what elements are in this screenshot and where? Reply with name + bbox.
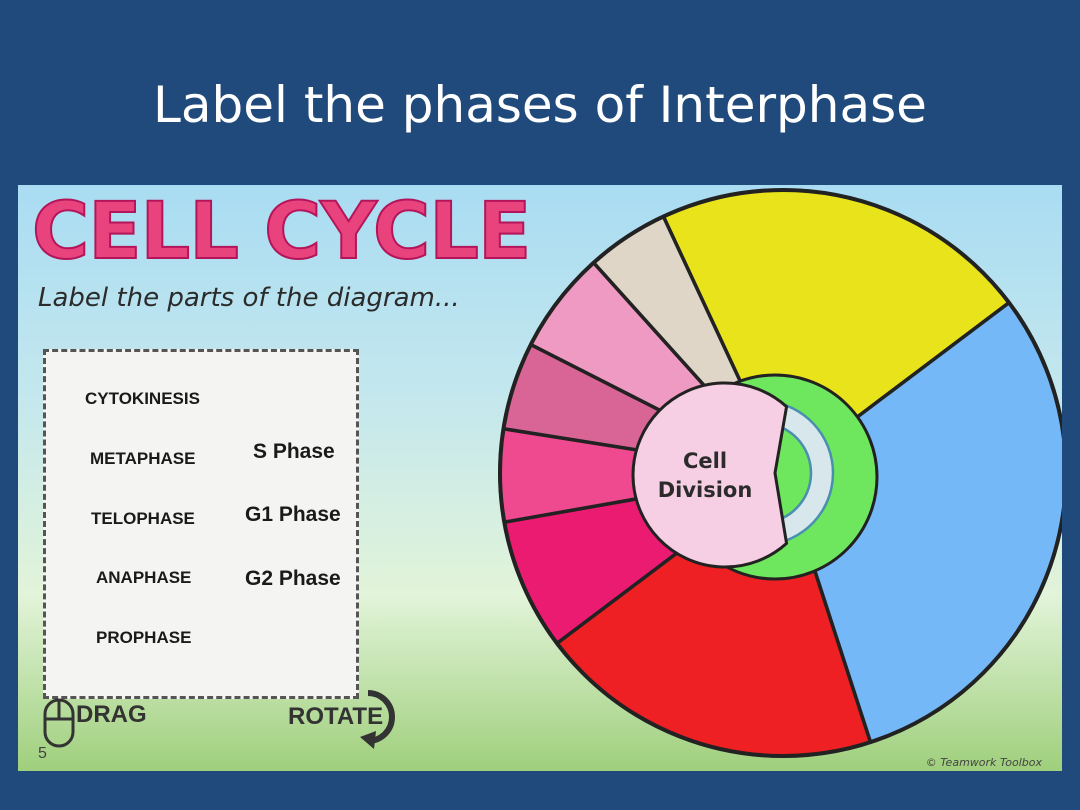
label-s-phase[interactable]: S Phase	[253, 440, 335, 463]
label-g1-phase[interactable]: G1 Phase	[245, 503, 341, 526]
label-bank: CYTOKINESIS METAPHASE TELOPHASE ANAPHASE…	[43, 349, 359, 699]
label-g2-phase[interactable]: G2 Phase	[245, 567, 341, 590]
mouse-icon	[43, 698, 75, 748]
label-cytokinesis[interactable]: CYTOKINESIS	[85, 389, 200, 408]
wheel-outline	[498, 188, 1062, 758]
label-prophase[interactable]: PROPHASE	[96, 628, 192, 647]
label-metaphase[interactable]: METAPHASE	[90, 449, 196, 468]
rotate-label: ROTATE	[288, 703, 384, 730]
drag-label: DRAG	[76, 701, 147, 728]
center-label-line2: Division	[658, 478, 753, 502]
worksheet-panel: CELL CYCLE Label the parts of the diagra…	[18, 185, 1062, 771]
copyright-text: © Teamwork Toolbox	[925, 756, 1042, 769]
cell-cycle-heading: CELL CYCLE	[31, 186, 532, 278]
label-anaphase[interactable]: ANAPHASE	[96, 568, 192, 587]
cell-division-center	[631, 381, 789, 569]
slide-title: Label the phases of Interphase	[153, 76, 927, 134]
label-telophase[interactable]: TELOPHASE	[91, 509, 195, 528]
rotate-icon	[360, 690, 395, 749]
worksheet-subtitle: Label the parts of the diagram...	[38, 283, 460, 313]
center-label-line1: Cell	[683, 449, 727, 473]
slide-number: 5	[38, 745, 47, 762]
cell-cycle-wheel: Cell Division	[498, 188, 1062, 758]
